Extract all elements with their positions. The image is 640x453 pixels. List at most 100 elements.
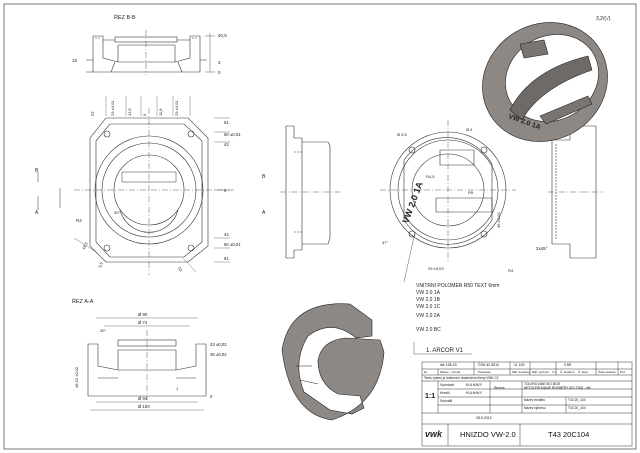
isometric-render-bottom (281, 303, 385, 421)
tb-header-1: ČSN 42 6510 (478, 363, 500, 367)
tb-person-0: KULHAVY (466, 383, 483, 387)
tb-label-pos: Poz. (620, 370, 627, 374)
tb-label-drawing-no: Č. kreslení (560, 370, 575, 374)
dim-5-5: 5,5 (97, 261, 104, 269)
tb-copyright: Tento výkres je duševním vlastnictvím fi… (424, 376, 499, 380)
variant-1c: VW 2.0 1C (416, 304, 441, 310)
dim-53: 53 (177, 266, 184, 273)
callout-49: 49 ±0,03 (496, 212, 501, 228)
dim-35: 35 ±0,02 (210, 352, 227, 357)
tb-role-2: Schválil (440, 399, 453, 403)
right-side-view (548, 125, 604, 259)
dim-right-0: 0 (224, 188, 227, 193)
tb-date: 28.5.2012 (476, 416, 492, 420)
dim-r4: R4 (76, 218, 82, 223)
callout-r4-5: R4,5 (426, 174, 435, 179)
tb-tolerance-0: TOLEROVÁNÍ ISO 8015 (524, 382, 561, 386)
section-bb-view (86, 30, 215, 75)
variant-1b: VW 2.0 1B (416, 297, 440, 303)
dim-top-15: 15 (72, 58, 78, 63)
tb-label-mat-final: Mat. konečný (512, 370, 530, 374)
tb-label-name: Název - rozměr (440, 370, 461, 374)
tb-role-0: Vyhotovil (440, 383, 455, 387)
dim-right-42b: 42 (224, 232, 229, 237)
tb-label-assembly: Číslo sestavy (598, 370, 616, 374)
section-bb-label: ŘEZ B-B (114, 13, 136, 21)
dim-30deg: 30° (114, 210, 120, 215)
variant-1a: VW 2.0 1A (416, 290, 440, 296)
callout-r4: R4 (508, 268, 514, 273)
dim-right-61a: 61 (224, 120, 229, 125)
front-view (59, 96, 236, 275)
dim-front-11-8: 11,8 (158, 108, 163, 116)
dim-43: 43 ±0,02 (210, 342, 227, 347)
tb-drawing-label: Název výkresu (524, 406, 546, 410)
isometric-render-top (482, 22, 608, 142)
dim-top-3: 3 (218, 60, 221, 65)
dim-aa-1: 1 (176, 386, 179, 391)
tb-part-name: HNIZDO VW-2.0 (460, 430, 516, 439)
dim-aa-0: 0 (210, 394, 213, 399)
dim-d90: Ø 90 (138, 312, 148, 317)
marker-a-label: A (35, 210, 39, 216)
arcor-note: 1. ARCOR V1 (426, 348, 464, 354)
tb-label-part-no: Č. kusu (578, 370, 589, 374)
dim-front-23a: 23 ±0,01 (110, 100, 115, 116)
callout-d5-5: Ø 5,5 (397, 132, 408, 137)
dim-top-40-5: 40,5 (218, 33, 227, 38)
marker-b2-label: B (262, 174, 266, 180)
tb-drawing-value: T43 20_104 (568, 406, 586, 410)
tb-model-label: Název modelu (524, 398, 546, 402)
tb-label-tu: T.ú. (552, 370, 557, 374)
tb-label-ks: ks (424, 370, 427, 374)
tb-header-2: 11 109 (514, 363, 525, 367)
tb-drawing-number: T43 20C104 (548, 430, 590, 439)
company-logo: vwk (425, 429, 443, 439)
dim-18-52: 18,52 ±0,02 (74, 366, 79, 388)
side-profile-view (280, 125, 340, 259)
variant-2a: VW 2.0 2A (416, 313, 440, 319)
callout-29: 29 ±0,03 (428, 266, 444, 271)
sheet-border (3, 3, 637, 450)
tb-header-4: 0 88 (564, 363, 571, 367)
marker-a2-label: A (262, 210, 266, 216)
tb-model-value: T43 20_104 (568, 398, 586, 402)
dim-front-53: 53 (90, 111, 95, 116)
section-aa-label: ŘEZ A-A (72, 297, 94, 305)
dim-d100: Ø 100 (138, 404, 150, 409)
arcor-leader (413, 342, 472, 355)
dim-front-0: 0 (142, 113, 147, 116)
section-aa-view (87, 317, 207, 411)
title-block (421, 361, 633, 447)
dim-right-50b: 50 ±0,01 (224, 242, 241, 247)
callout-37deg: 37° (382, 240, 388, 245)
tb-scale: 1:1 (425, 393, 436, 400)
dim-front-13-5: 13,5 (127, 107, 132, 116)
dim-right-42a: 42 (224, 142, 229, 147)
dim-front-23b: 23 ±0,01 (174, 100, 179, 116)
dim-18-5: 18,5 (81, 241, 90, 251)
tb-revision: Revize (494, 386, 505, 390)
text-spec-note: VNITRNI POLOMER R50 TEXT 6mm (416, 283, 500, 289)
tb-label-mat-start: Mat. výchozí (532, 370, 549, 374)
callout-d4: Ø 4 (466, 127, 473, 132)
tb-header-0: dle 128-43 (440, 363, 457, 367)
dim-aa-30deg: 30° (100, 328, 106, 333)
marker-b-label: B (35, 168, 39, 174)
dim-d74: Ø 74 (138, 320, 148, 325)
tb-role-1: Kreslil (440, 391, 450, 395)
tb-person-1: KULHAVY (466, 391, 483, 395)
rotated-section-view (380, 120, 516, 283)
tb-label-blank: Polotovar (478, 370, 491, 374)
dim-d94: Ø 94 (138, 396, 148, 401)
callout-r5: R5 (468, 190, 474, 195)
dim-right-50a: 50 ±0,01 (224, 132, 241, 137)
roughness-symbol: 3,2/(√) (596, 16, 611, 22)
dim-2x45: 2x45° (536, 246, 548, 251)
variant-bc: VW 2.0 BC (416, 327, 441, 333)
tb-tolerance-1: NETOLEROVANÉ ROZMĚRY ISO 2768 - mK (524, 386, 591, 390)
dim-right-61b: 61 (224, 256, 229, 261)
dim-top-0: 0 (218, 70, 221, 75)
